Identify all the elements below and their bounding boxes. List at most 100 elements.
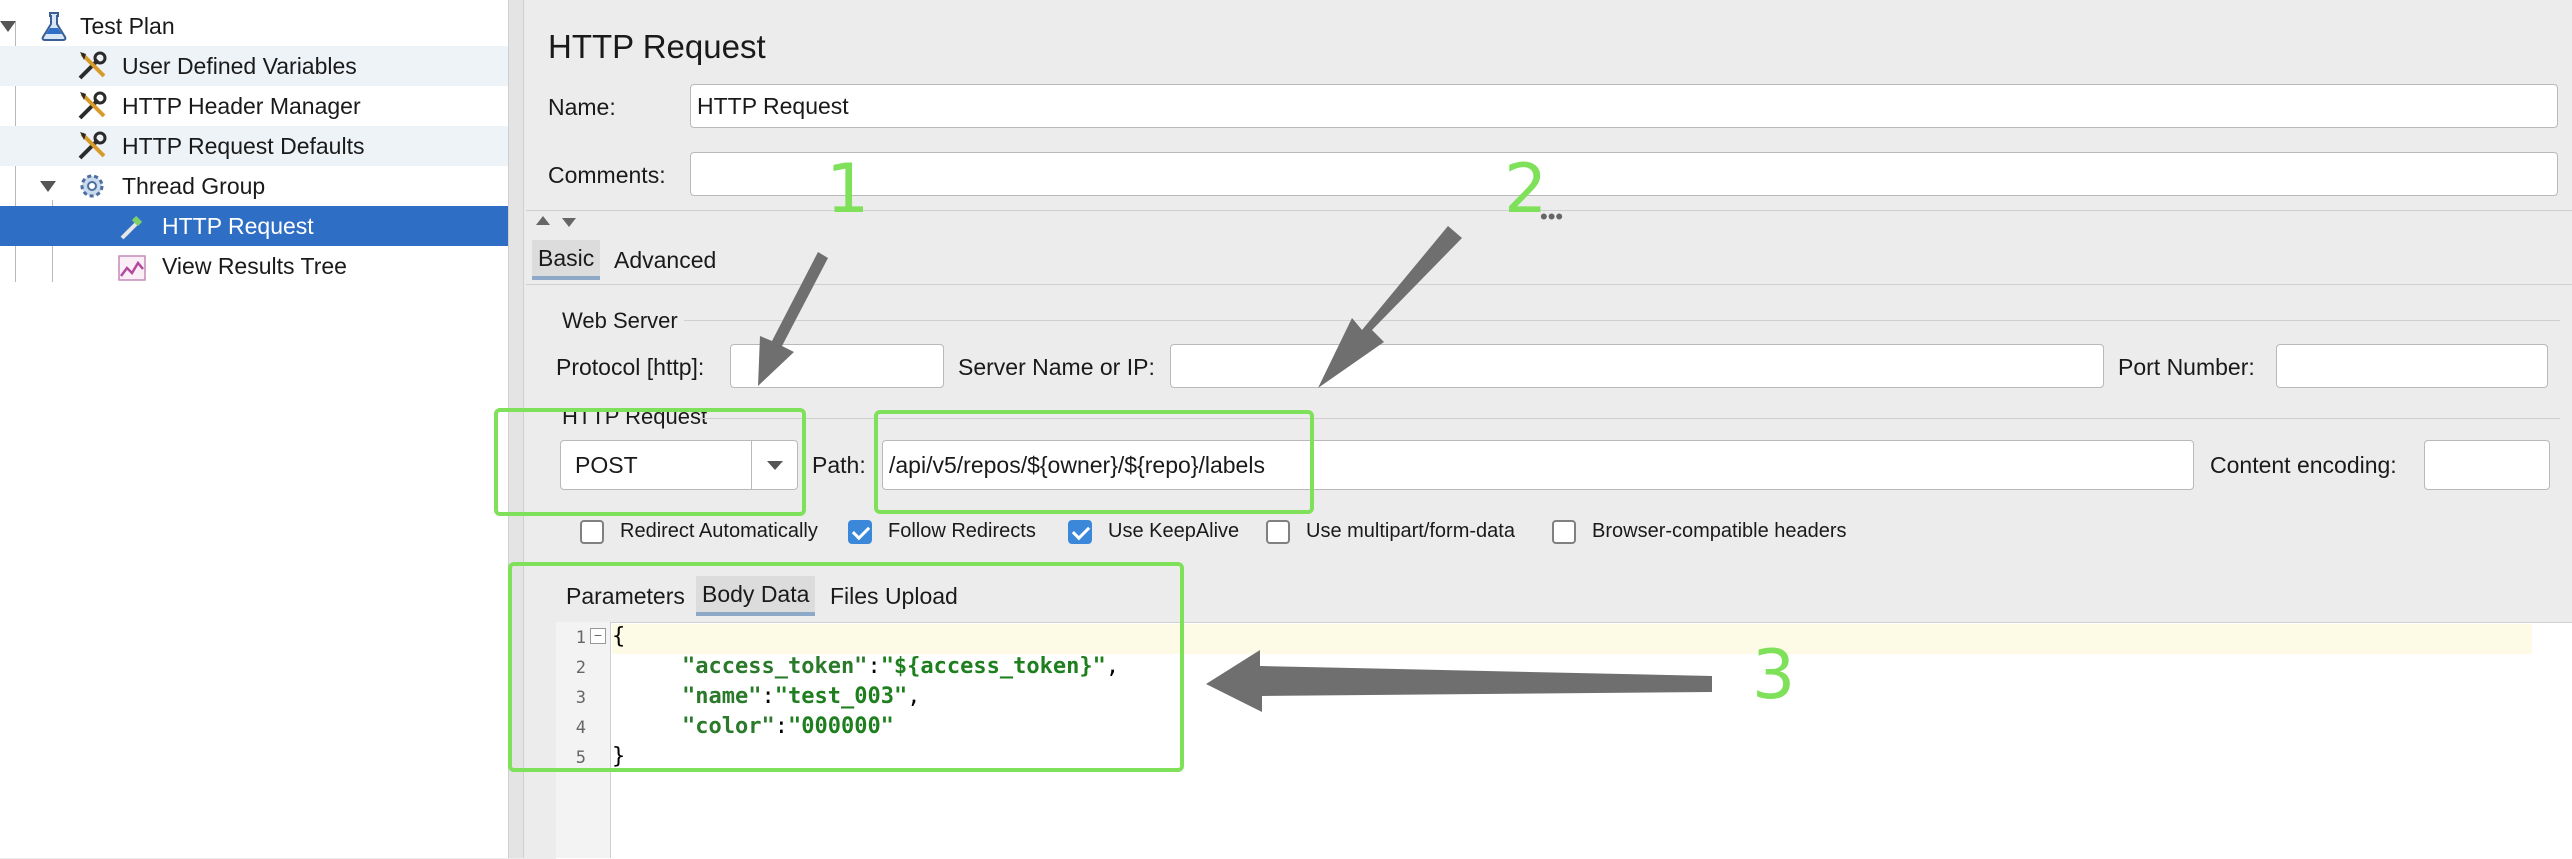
json-value: "${access_token}"	[880, 654, 1106, 679]
tree-item-label: User Defined Variables	[122, 52, 357, 79]
tab-parameters[interactable]: Parameters	[566, 582, 685, 609]
web-server-section-label: Web Server	[562, 308, 678, 333]
line-number: 4	[575, 718, 586, 738]
use-keepalive-label: Use KeepAlive	[1108, 520, 1240, 542]
json-key: "name"	[682, 684, 762, 709]
arrow-2-icon	[1318, 226, 1462, 388]
pipette-icon	[120, 215, 143, 240]
tree-item-label: View Results Tree	[162, 252, 347, 279]
follow-redirects-checkbox[interactable]	[848, 520, 872, 544]
results-graph-icon	[118, 255, 146, 281]
annotation-number-2: 2	[1504, 150, 1548, 229]
line-number: 3	[575, 688, 586, 708]
json-comma: ,	[907, 684, 921, 709]
method-select[interactable]: POST	[560, 440, 798, 490]
tree-item-label: HTTP Header Manager	[122, 92, 361, 119]
line-number-gutter	[556, 622, 611, 858]
content-encoding-field[interactable]	[2424, 440, 2550, 490]
expand-triangle-icon[interactable]	[0, 21, 16, 32]
flask-icon	[41, 12, 67, 41]
path-label: Path:	[812, 452, 866, 478]
tree-item-user-defined-variables[interactable]: User Defined Variables	[0, 46, 508, 86]
wrench-screwdriver-icon	[78, 51, 107, 80]
name-field[interactable]: HTTP Request	[690, 84, 2558, 128]
collapse-down-icon[interactable]	[562, 218, 576, 227]
redirect-automatically-checkbox[interactable]	[580, 520, 604, 544]
gear-icon	[80, 174, 104, 198]
page-title: HTTP Request	[548, 28, 766, 65]
follow-redirects-label: Follow Redirects	[888, 520, 1036, 542]
code-line-4: "color":"000000"	[682, 714, 894, 739]
split-pane-divider[interactable]	[508, 0, 524, 858]
use-multipart-label: Use multipart/form-data	[1306, 520, 1515, 542]
content-encoding-label: Content encoding:	[2210, 452, 2397, 478]
open-brace: {	[612, 624, 626, 649]
arrow-1-icon	[758, 252, 828, 386]
port-number-label: Port Number:	[2118, 354, 2255, 380]
body-data-editor[interactable]	[556, 622, 2572, 859]
redirect-automatically-label: Redirect Automatically	[620, 520, 818, 542]
comments-field[interactable]	[690, 152, 2558, 196]
tree-item-http-request-defaults[interactable]: HTTP Request Defaults	[0, 126, 508, 166]
arrow-3-icon	[1206, 650, 1712, 712]
tab-files-upload[interactable]: Files Upload	[830, 582, 958, 609]
highlight-box-method	[494, 408, 806, 516]
json-value: "test_003"	[774, 684, 908, 709]
tree-item-label: Thread Group	[122, 172, 266, 199]
test-plan-tree: Test Plan User Defined Variables HTTP He…	[0, 0, 508, 858]
comments-label: Comments:	[548, 162, 666, 188]
browser-compatible-headers-label: Browser-compatible headers	[1592, 520, 1847, 542]
json-colon: :	[774, 714, 788, 739]
current-line-highlight	[612, 624, 2532, 654]
tree-item-test-plan[interactable]: Test Plan	[0, 6, 508, 46]
tree-item-http-request[interactable]: HTTP Request	[0, 206, 508, 246]
json-colon: :	[867, 654, 881, 679]
use-multipart-checkbox[interactable]	[1266, 520, 1290, 544]
port-number-field[interactable]	[2276, 344, 2548, 388]
section-divider	[684, 320, 2560, 321]
json-key: "color"	[682, 714, 775, 739]
tab-basic[interactable]: Basic	[532, 240, 601, 280]
annotation-number-1: 1	[826, 150, 870, 229]
close-brace: }	[612, 744, 626, 769]
browser-compatible-headers-checkbox[interactable]	[1552, 520, 1576, 544]
method-value: POST	[575, 451, 638, 478]
expand-triangle-icon[interactable]	[40, 181, 56, 192]
tab-body-data[interactable]: Body Data	[696, 576, 816, 616]
highlight-box-path	[874, 410, 1314, 514]
collapse-up-icon[interactable]	[536, 216, 550, 225]
use-keepalive-checkbox[interactable]	[1068, 520, 1092, 544]
tree-item-thread-group[interactable]: Thread Group	[0, 166, 508, 206]
line-number: 5	[575, 748, 586, 768]
path-field[interactable]: /api/v5/repos/${owner}/${repo}/labels	[882, 440, 2194, 490]
section-divider	[700, 418, 2560, 419]
code-line-1: {	[612, 624, 625, 649]
chevron-down-icon[interactable]	[767, 461, 783, 470]
divider	[526, 284, 2572, 285]
tree-item-view-results-tree[interactable]: View Results Tree	[0, 246, 508, 286]
server-name-label: Server Name or IP:	[958, 354, 1155, 380]
tree-item-http-header-manager[interactable]: HTTP Header Manager	[0, 86, 508, 126]
wrench-screwdriver-icon	[78, 131, 107, 160]
divider	[526, 210, 2572, 211]
annotation-number-3: 3	[1752, 636, 1796, 715]
json-comma: ,	[1105, 654, 1120, 679]
json-key: "access_token"	[682, 654, 868, 679]
drag-handle-icon[interactable]: •••	[1540, 204, 1564, 229]
code-line-2: "access_token":"${access_token}",	[682, 654, 1119, 679]
code-line-3: "name":"test_003",	[682, 684, 920, 709]
code-line-5: }	[612, 744, 625, 769]
line-number: 2	[575, 658, 586, 678]
fold-icon[interactable]: −	[590, 628, 606, 644]
tree-item-label: HTTP Request	[162, 212, 314, 239]
json-value: "000000"	[787, 714, 894, 739]
name-label: Name:	[548, 94, 616, 120]
protocol-label: Protocol [http]:	[556, 354, 705, 380]
tab-advanced[interactable]: Advanced	[614, 246, 717, 273]
wrench-screwdriver-icon	[78, 91, 107, 120]
tree-item-label: HTTP Request Defaults	[122, 132, 365, 159]
tree-item-label: Test Plan	[80, 12, 175, 39]
json-colon: :	[761, 684, 775, 709]
line-number: 1	[575, 628, 586, 648]
